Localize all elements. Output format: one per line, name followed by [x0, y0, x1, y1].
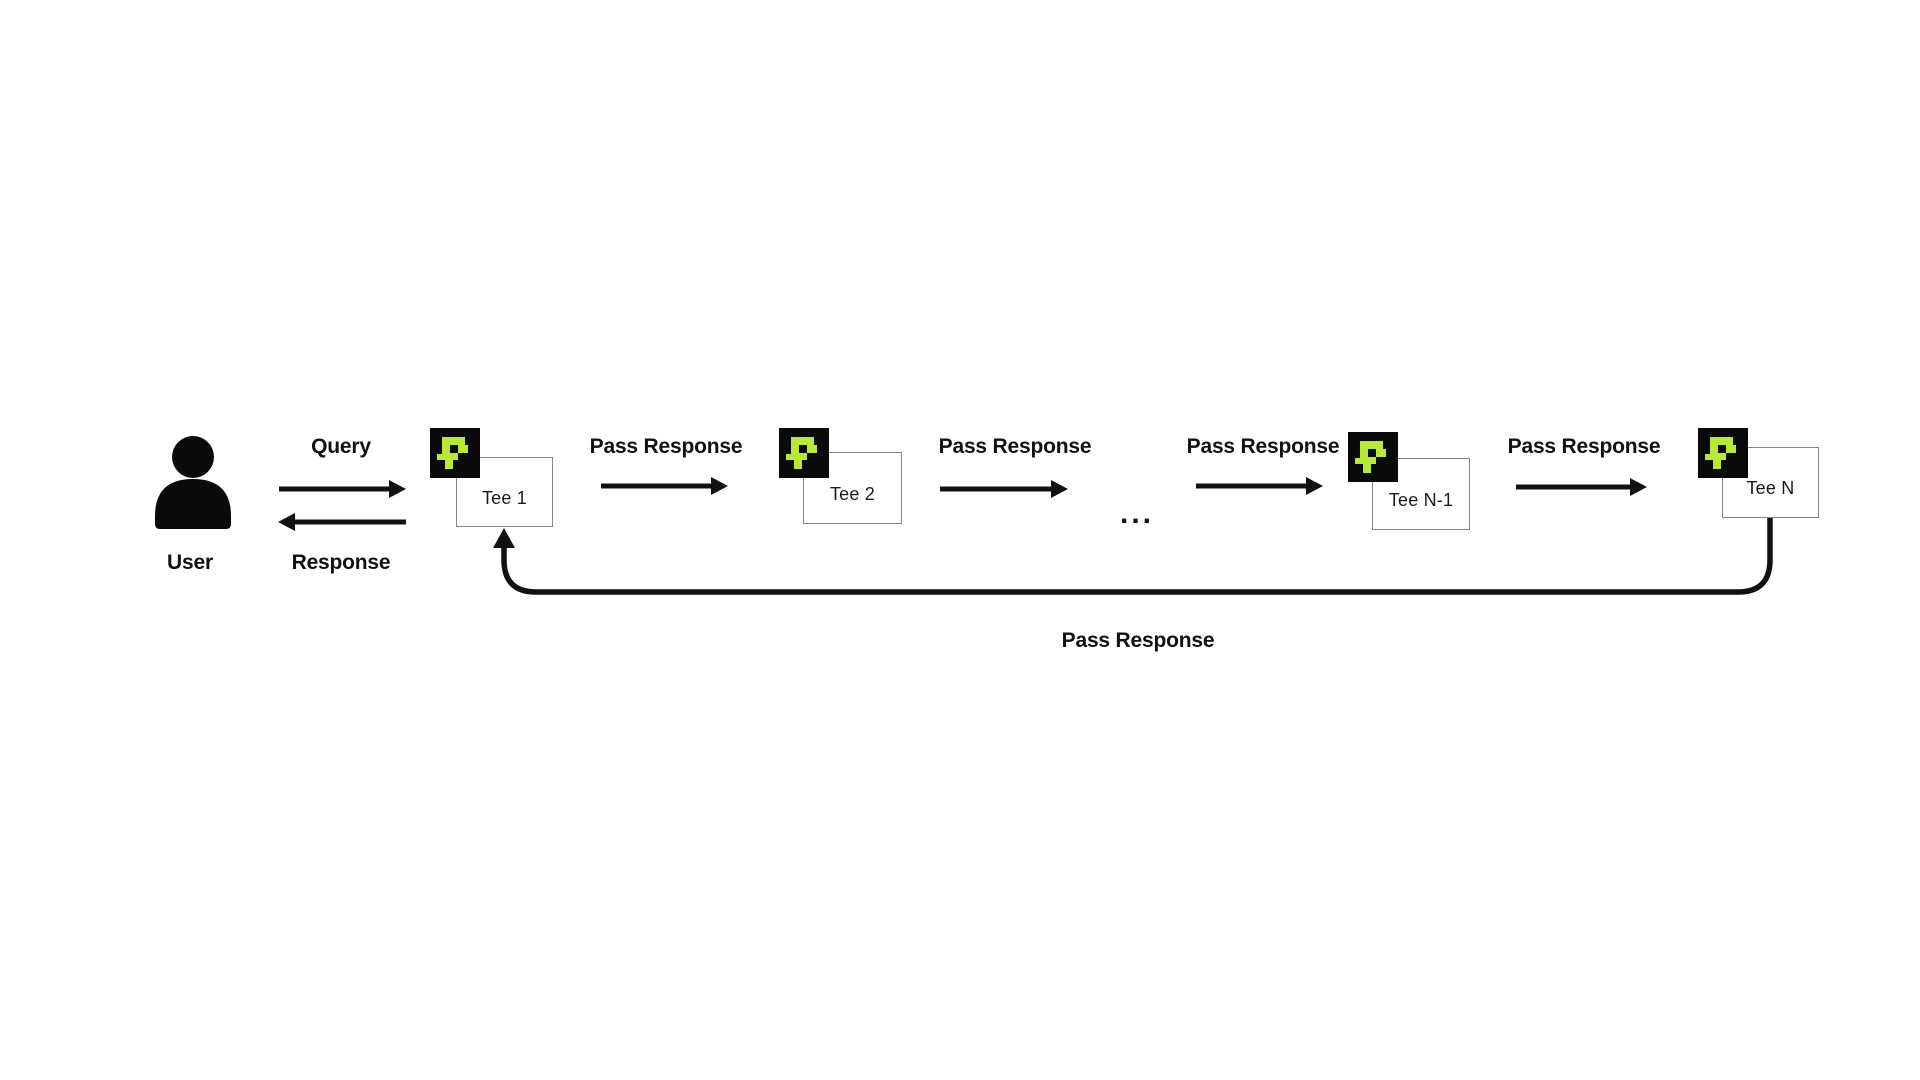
return-arrow	[493, 517, 1773, 595]
query-label: Query	[311, 435, 371, 458]
response-label: Response	[291, 551, 391, 574]
response-arrow	[278, 513, 406, 531]
pass-response-arrow-4	[1516, 478, 1647, 496]
query-arrow	[279, 480, 406, 498]
pass-response-arrow-3	[1196, 477, 1323, 495]
user-icon	[155, 436, 231, 529]
phala-p-logo-icon	[1698, 428, 1748, 478]
phala-p-logo-icon	[779, 428, 829, 478]
pass-response-return-label: Pass Response	[1061, 629, 1215, 652]
node-tee-n-1-label: Tee N-1	[1388, 489, 1454, 510]
pass-response-label-1: Pass Response	[589, 435, 743, 458]
node-tee-1-label: Tee 1	[481, 487, 528, 508]
phala-p-logo-icon	[1348, 432, 1398, 482]
pass-response-arrow-1	[601, 477, 728, 495]
pass-response-label-2: Pass Response	[938, 435, 1092, 458]
node-tee-1: Tee 1	[456, 457, 553, 527]
pass-response-label-3: Pass Response	[1186, 435, 1340, 458]
pass-response-arrow-2	[940, 480, 1068, 498]
user-label: User	[167, 551, 213, 574]
node-tee-2-label: Tee 2	[829, 483, 876, 504]
node-tee-n-label: Tee N	[1746, 478, 1795, 498]
ellipsis-dots: ...	[1119, 497, 1155, 530]
phala-p-logo-icon	[430, 428, 480, 478]
pass-response-label-4: Pass Response	[1507, 435, 1661, 458]
node-tee-2: Tee 2	[803, 452, 902, 524]
